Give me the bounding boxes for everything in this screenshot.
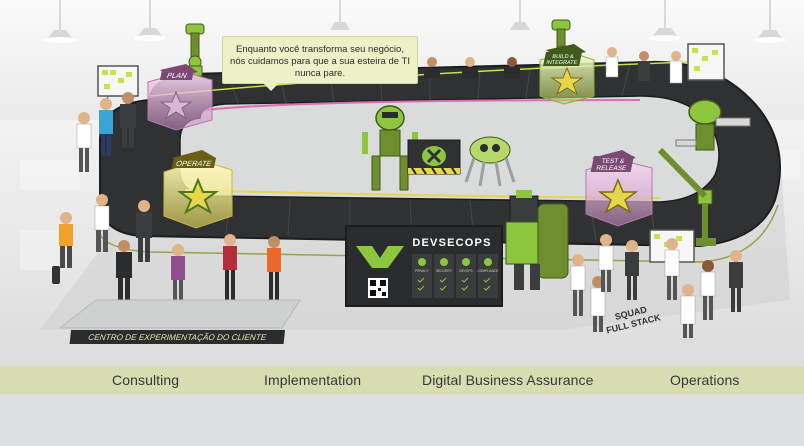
phase-digital-business-assurance: Digital Business Assurance	[422, 372, 594, 388]
bottom-band	[0, 394, 804, 446]
ceiling-lamps	[44, 0, 786, 43]
devsecops-columns: PRIVACY SECURITY DEVOPS COMPLIANCE	[412, 254, 499, 298]
robot-crane-right	[657, 147, 716, 246]
operate-label: OPERATE	[175, 159, 213, 168]
station-tags: PLAN OPERATE BUILD & INTEGRATE TEST & RE…	[159, 52, 634, 172]
customer-center-tag: CENTRO DE EXPERIMENTAÇÃO DO CLIENTE	[69, 330, 286, 344]
customer-center-label: CENTRO DE EXPERIMENTAÇÃO DO CLIENTE	[88, 332, 267, 342]
test-label-1: TEST &	[601, 158, 626, 165]
devsecops-monitor: DEVSECOPS PRIVACY SECURITY DEVOPS COMPLI…	[345, 225, 503, 307]
kanban-board-right	[687, 43, 725, 81]
phase-implementation: Implementation	[264, 372, 362, 388]
customer-platform	[58, 299, 301, 329]
people-right-group	[570, 234, 743, 338]
people-top-group	[424, 47, 683, 84]
speech-bubble: Enquanto você transforma seu negócio, nó…	[222, 36, 418, 91]
robot-spider	[464, 136, 516, 187]
svg-text:DEVOPS: DEVOPS	[459, 269, 472, 273]
machine-x	[407, 139, 461, 175]
plan-label: PLAN	[166, 71, 188, 80]
test-label-2: RELEASE	[596, 165, 628, 172]
build-label-1: BUILD &	[552, 54, 575, 60]
kanban-board-left	[97, 65, 139, 121]
phase-operations: Operations	[670, 372, 740, 388]
build-label-2: INTEGRATE	[546, 60, 579, 66]
devsecops-title: DEVSECOPS	[412, 237, 491, 249]
phase-bar: Consulting Implementation Digital Busine…	[0, 366, 804, 394]
qr-code	[368, 278, 388, 298]
svg-text:COMPLIANCE: COMPLIANCE	[477, 269, 498, 273]
svg-text:SECURITY: SECURITY	[436, 269, 453, 273]
robot-right-arm	[675, 99, 751, 151]
phase-consulting: Consulting	[112, 372, 180, 388]
robot-dark-worker	[505, 190, 569, 290]
people-left-group	[52, 92, 281, 306]
svg-text:PRIVACY: PRIVACY	[415, 269, 430, 273]
